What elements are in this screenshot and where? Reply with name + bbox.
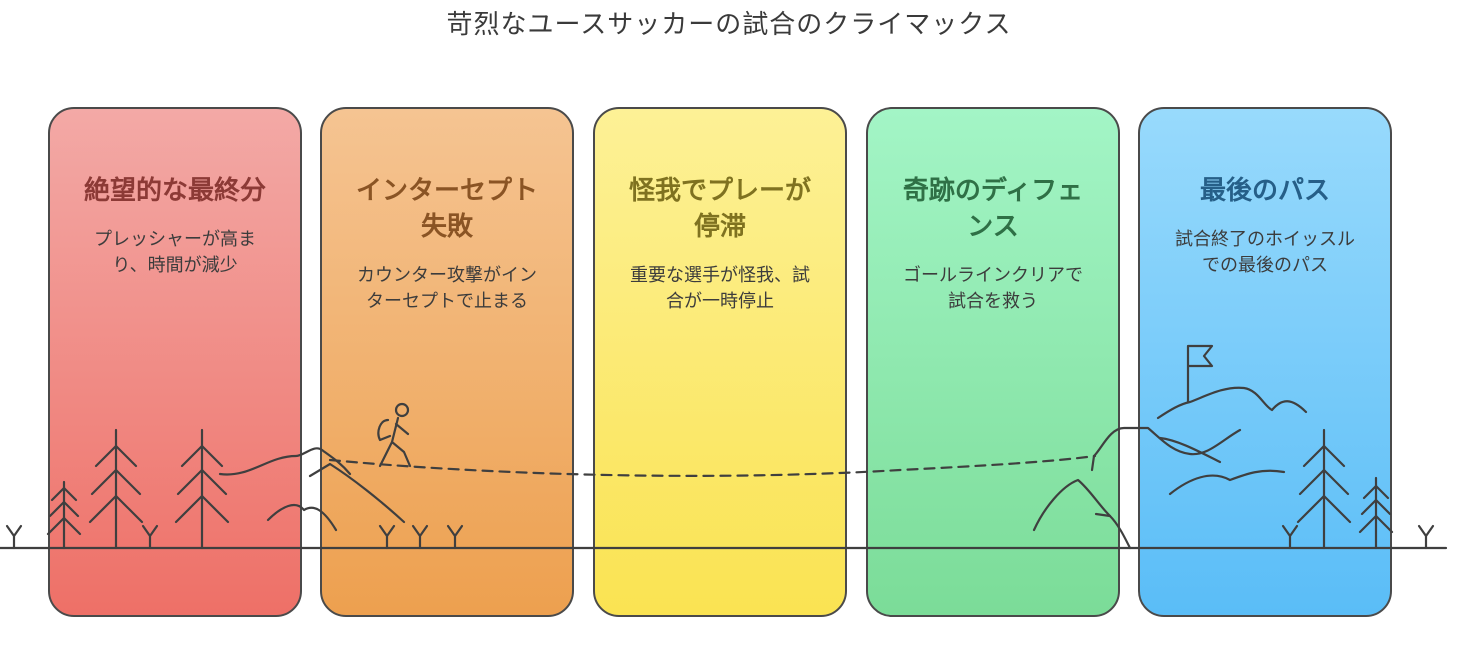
stage-card-injury: 怪我でプレーが 停滞 重要な選手が怪我、試 合が一時停止 [593, 107, 847, 617]
stage-heading: 絶望的な最終分 [83, 176, 266, 206]
stage-card-miracle-defense: 奇跡のディフェ ンス ゴールラインクリアで 試合を救う [866, 107, 1120, 617]
stage-heading: 奇跡のディフェ ンス [902, 176, 1084, 242]
stage-heading: 怪我でプレーが 停滞 [628, 176, 811, 242]
stage-description: 重要な選手が怪我、試 合が一時停止 [630, 265, 810, 312]
stage-description: ゴールラインクリアで 試合を救う [903, 265, 1083, 312]
stage-card-final-minutes: 絶望的な最終分 プレッシャーが高ま り、時間が減少 [48, 107, 302, 617]
stage-description: 試合終了のホイッスル での最後のパス [1175, 229, 1355, 276]
stage-card-interception: インターセプト 失敗 カウンター攻撃がイン ターセプトで止まる [320, 107, 574, 617]
stage-heading: 最後のパス [1199, 176, 1330, 206]
stage-card-final-pass: 最後のパス 試合終了のホイッスル での最後のパス [1138, 107, 1392, 617]
stage-description: プレッシャーが高ま り、時間が減少 [94, 229, 256, 276]
diagram-title: 苛烈なユースサッカーの試合のクライマックス [446, 10, 1012, 40]
stage-description: カウンター攻撃がイン ターセプトで止まる [357, 265, 537, 312]
stage-heading: インターセプト 失敗 [355, 176, 538, 242]
